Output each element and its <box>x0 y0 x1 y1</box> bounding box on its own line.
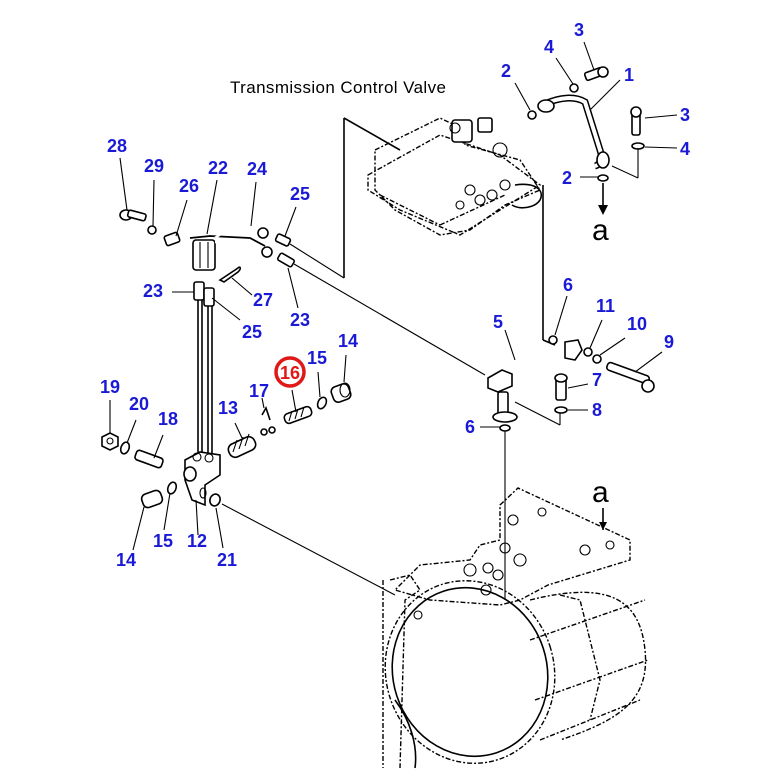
part-label-28[interactable]: 28 <box>107 136 127 156</box>
transmission-control-valve <box>343 117 556 346</box>
part-label-15[interactable]: 15 <box>307 348 327 368</box>
part-label-10[interactable]: 10 <box>627 314 647 334</box>
leader-lines <box>109 41 678 551</box>
transmission-case <box>382 487 649 769</box>
part-label-25[interactable]: 25 <box>290 184 310 204</box>
part-label-6[interactable]: 6 <box>563 275 573 295</box>
part-label-14[interactable]: 14 <box>116 550 136 570</box>
part-label-6[interactable]: 6 <box>465 417 475 437</box>
part-label-29[interactable]: 29 <box>144 156 164 176</box>
part-label-8[interactable]: 8 <box>592 400 602 420</box>
part-label-2[interactable]: 2 <box>562 168 572 188</box>
highlighted-part-16[interactable]: 16 <box>274 356 306 388</box>
part-label-4[interactable]: 4 <box>680 139 690 159</box>
part-label-14[interactable]: 14 <box>338 331 358 351</box>
part-label-11[interactable]: 11 <box>596 296 615 316</box>
part-label-23[interactable]: 23 <box>143 281 163 301</box>
part-label-24[interactable]: 24 <box>247 159 267 179</box>
part-label-16[interactable]: 16 <box>280 363 300 383</box>
reference-mark-a-bottom: a <box>592 476 609 509</box>
part-label-21[interactable]: 21 <box>217 550 237 570</box>
part-label-17[interactable]: 17 <box>249 381 269 401</box>
part-label-4[interactable]: 4 <box>544 37 554 57</box>
part-label-1[interactable]: 1 <box>624 65 634 85</box>
diagram-title: Transmission Control Valve <box>230 78 446 97</box>
part-label-18[interactable]: 18 <box>158 409 178 429</box>
valve-block-12 <box>101 382 396 596</box>
part-label-3[interactable]: 3 <box>574 20 584 40</box>
part-label-5[interactable]: 5 <box>493 312 503 332</box>
tube-assembly-left <box>119 209 486 455</box>
part-label-23[interactable]: 23 <box>290 310 310 330</box>
pipe-5 <box>487 335 655 600</box>
part-label-13[interactable]: 13 <box>218 398 238 418</box>
part-label-26[interactable]: 26 <box>179 176 199 196</box>
part-label-20[interactable]: 20 <box>129 394 149 414</box>
part-label-15[interactable]: 15 <box>153 531 173 551</box>
part-label-25[interactable]: 25 <box>242 322 262 342</box>
part-label-19[interactable]: 19 <box>100 377 120 397</box>
part-labels: 1 2 2 3 3 4 4 5 6 6 7 8 9 10 11 12 13 14… <box>100 20 690 570</box>
pipe-1 <box>527 66 645 215</box>
reference-mark-a-top: a <box>592 214 609 247</box>
part-label-7[interactable]: 7 <box>592 370 602 390</box>
highlight-circle <box>274 356 306 388</box>
part-label-2[interactable]: 2 <box>501 61 511 81</box>
part-label-27[interactable]: 27 <box>253 290 273 310</box>
part-label-22[interactable]: 22 <box>208 158 228 178</box>
part-label-12[interactable]: 12 <box>187 531 207 551</box>
part-label-9[interactable]: 9 <box>664 332 674 352</box>
part-label-3[interactable]: 3 <box>680 105 690 125</box>
